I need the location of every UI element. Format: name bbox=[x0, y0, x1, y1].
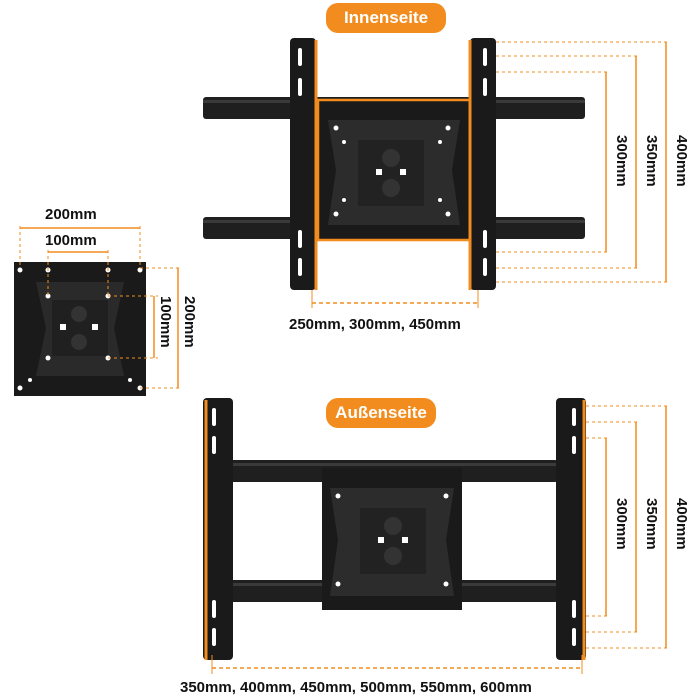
plate-height-100-label: 100mm bbox=[157, 296, 174, 348]
plate-width-100-label: 100mm bbox=[45, 232, 97, 249]
plate-width-200-label: 200mm bbox=[45, 206, 97, 223]
outer-width-label: 350mm, 400mm, 450mm, 500mm, 550mm, 600mm bbox=[180, 679, 532, 696]
outer-height-400-label: 400mm bbox=[673, 498, 690, 550]
inner-width-label: 250mm, 300mm, 450mm bbox=[289, 316, 461, 333]
outer-badge: Außenseite bbox=[326, 398, 436, 428]
inner-height-400-label: 400mm bbox=[673, 135, 690, 187]
inner-badge: Innenseite bbox=[326, 3, 446, 33]
vesa-plate bbox=[14, 226, 182, 396]
inner-height-300-label: 300mm bbox=[613, 135, 630, 187]
inner-height-350-label: 350mm bbox=[643, 135, 660, 187]
outer-bracket bbox=[203, 398, 668, 674]
plate-height-200-label: 200mm bbox=[181, 296, 198, 348]
outer-height-300-label: 300mm bbox=[613, 498, 630, 550]
inner-bracket bbox=[203, 38, 668, 308]
outer-height-350-label: 350mm bbox=[643, 498, 660, 550]
